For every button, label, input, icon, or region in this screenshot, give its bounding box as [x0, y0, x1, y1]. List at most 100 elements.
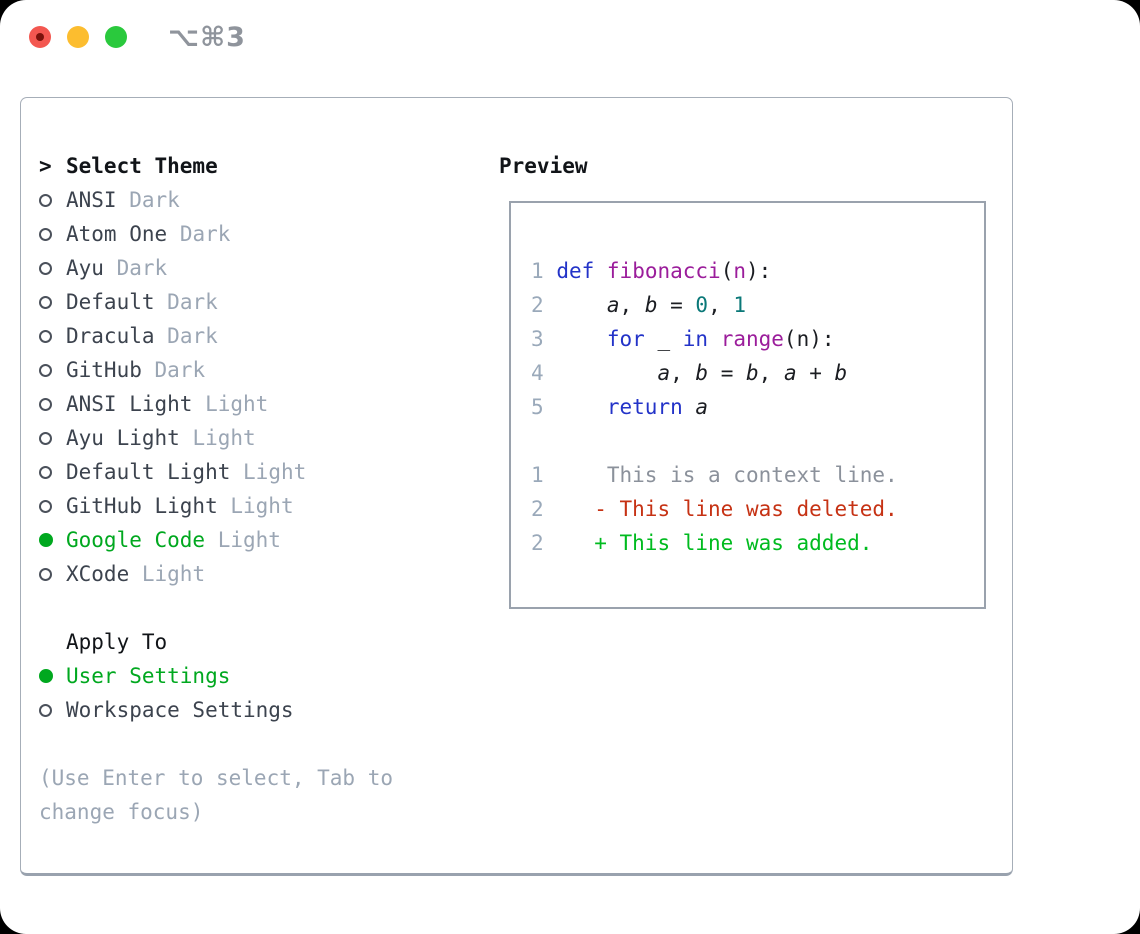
code-token — [544, 395, 607, 419]
code-token: This is a context line. — [543, 463, 898, 487]
radio-unselected-icon — [39, 364, 52, 377]
code-token: b — [644, 293, 658, 317]
code-token: = — [657, 293, 696, 317]
radio-unselected-icon — [39, 330, 52, 343]
code-token — [544, 361, 658, 385]
preview-line: 2 - This line was deleted. — [531, 492, 984, 526]
radio-icon — [39, 319, 66, 353]
theme-variant-tag: Dark — [154, 358, 206, 382]
keyboard-hint: (Use Enter to select, Tab to — [39, 766, 394, 790]
radio-icon — [39, 183, 66, 217]
apply-option-name: Workspace Settings — [66, 698, 294, 722]
radio-unselected-icon — [39, 194, 52, 207]
code-token: n — [733, 259, 747, 283]
theme-option[interactable]: Default Dark — [39, 285, 494, 319]
apply-option-name: User Settings — [66, 664, 231, 688]
theme-name: GitHub Light — [66, 494, 218, 518]
theme-option[interactable]: Dracula Dark — [39, 319, 494, 353]
theme-option[interactable]: ANSI Light Light — [39, 387, 494, 421]
radio-unselected-icon — [39, 466, 52, 479]
radio-unselected-icon — [39, 262, 52, 275]
line-number: 2 — [531, 293, 544, 317]
theme-name: Atom One — [66, 222, 168, 246]
radio-icon — [39, 557, 66, 591]
theme-option[interactable]: Atom One Dark — [39, 217, 494, 251]
close-dot-icon — [36, 33, 44, 41]
code-token: = — [708, 361, 746, 385]
radio-unselected-icon — [39, 568, 52, 581]
code-token: - This line was deleted. — [543, 497, 898, 521]
line-number: 2 — [531, 497, 544, 521]
theme-variant-tag: Dark — [129, 188, 180, 212]
code-token: ): — [746, 259, 772, 283]
theme-variant-tag: Dark — [167, 324, 218, 348]
theme-option[interactable]: ANSI Dark — [39, 183, 494, 217]
code-token: for — [606, 327, 645, 351]
theme-name: Default Light — [66, 460, 231, 484]
code-token: return — [606, 395, 683, 419]
radio-unselected-icon — [39, 432, 52, 445]
apply-to-option[interactable]: Workspace Settings — [39, 693, 494, 727]
theme-option[interactable]: Google Code Light — [39, 523, 494, 557]
radio-icon — [39, 387, 66, 421]
theme-variant-tag: Dark — [179, 222, 231, 246]
radio-icon — [39, 489, 66, 523]
preview-heading: Preview — [499, 154, 588, 178]
code-token: _ — [644, 327, 683, 351]
code-token: , — [708, 293, 734, 317]
code-token: , — [758, 361, 784, 385]
radio-icon — [39, 353, 66, 387]
theme-option[interactable]: GitHub Dark — [39, 353, 494, 387]
radio-icon — [39, 659, 66, 693]
code-token: range — [720, 327, 784, 351]
code-token: + — [796, 361, 835, 385]
theme-name: Ayu — [66, 256, 104, 280]
radio-icon — [39, 421, 66, 455]
code-token: ( — [720, 259, 734, 283]
line-number: 4 — [531, 361, 544, 385]
theme-name: GitHub — [66, 358, 142, 382]
code-token — [544, 259, 557, 283]
theme-option[interactable]: GitHub Light Light — [39, 489, 494, 523]
radio-icon — [39, 693, 66, 727]
apply-to-title: Apply To — [66, 630, 168, 654]
code-token: def — [556, 259, 595, 283]
theme-name: Dracula — [66, 324, 155, 348]
theme-variant-tag: Light — [205, 392, 269, 416]
theme-option[interactable]: Default Light Light — [39, 455, 494, 489]
minimize-button[interactable] — [67, 26, 89, 48]
code-token: a — [695, 395, 709, 419]
theme-name: Default — [66, 290, 155, 314]
code-token: , — [619, 293, 645, 317]
preview-line: 5 return a — [531, 390, 984, 424]
theme-variant-tag: Light — [192, 426, 256, 450]
theme-option[interactable]: Ayu Dark — [39, 251, 494, 285]
code-token: a — [657, 361, 671, 385]
close-button[interactable] — [29, 26, 51, 48]
focus-marker-icon: > — [39, 154, 52, 178]
code-token: fibonacci — [606, 259, 721, 283]
theme-option[interactable]: XCode Light — [39, 557, 494, 591]
theme-list-header: >Select Theme — [39, 149, 494, 183]
code-token: 0 — [695, 293, 709, 317]
theme-variant-tag: Light — [141, 562, 206, 586]
spacer — [39, 591, 494, 625]
zoom-button[interactable] — [105, 26, 127, 48]
code-token: + This line was added. — [543, 531, 873, 555]
code-token: a — [783, 361, 797, 385]
line-number: 3 — [531, 327, 544, 351]
theme-name: XCode — [66, 562, 130, 586]
theme-name: ANSI Light — [66, 392, 193, 416]
window-shortcut-label: ⌥⌘3 — [168, 22, 246, 53]
preview-line: 2 + This line was added. — [531, 526, 984, 560]
preview-line: 2 a, b = 0, 1 — [531, 288, 984, 322]
theme-option[interactable]: Ayu Light Light — [39, 421, 494, 455]
radio-unselected-icon — [39, 228, 52, 241]
preview-line — [531, 424, 984, 458]
apply-to-header: Apply To — [39, 625, 494, 659]
titlebar: ⌥⌘3 — [0, 0, 1140, 75]
apply-to-option[interactable]: User Settings — [39, 659, 494, 693]
theme-name: ANSI — [66, 188, 117, 212]
